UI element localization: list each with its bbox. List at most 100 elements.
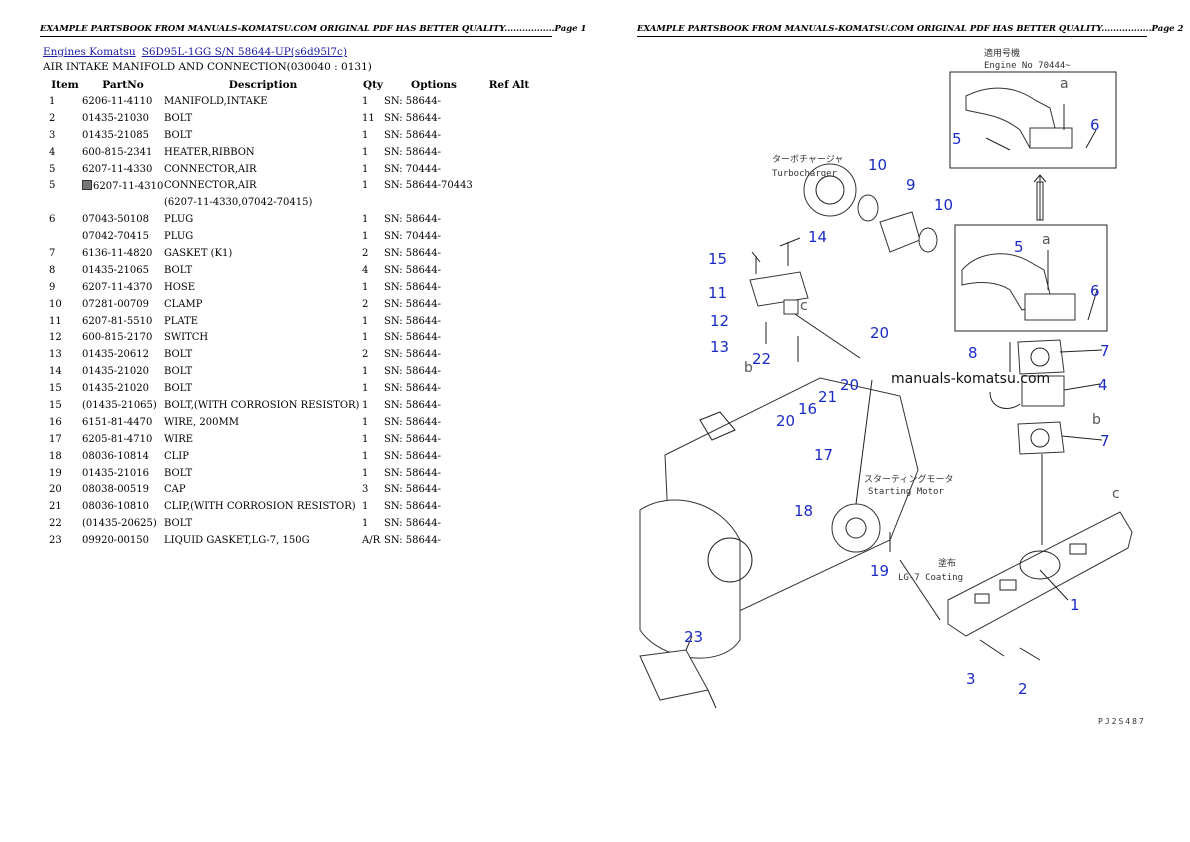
cell-description-text: CAP bbox=[164, 484, 186, 496]
cell-item: 11 bbox=[43, 313, 81, 330]
cell-partno-text: 6207-81-5510 bbox=[82, 315, 153, 327]
cell-ref-alt bbox=[484, 532, 534, 549]
cell-qty-text: 1 bbox=[362, 366, 369, 378]
cell-partno: 6136-11-4820 bbox=[81, 245, 164, 262]
cell-options bbox=[384, 194, 484, 211]
ref-letter-a: a bbox=[1060, 76, 1069, 92]
cell-description-text: BOLT bbox=[164, 264, 193, 276]
cell-options-text: SN: 58644- bbox=[384, 484, 441, 496]
callout-5b: 5 bbox=[1014, 238, 1024, 256]
cell-item: 19 bbox=[43, 465, 81, 482]
cell-item-text: 20 bbox=[49, 484, 62, 496]
cell-description-text: BOLT bbox=[164, 112, 193, 124]
breadcrumb-link-model[interactable]: S6D95L-1GG S/N 58644-UP(s6d95l7c) bbox=[141, 46, 348, 58]
cell-item: 12 bbox=[43, 329, 81, 346]
cell-partno: 6205-81-4710 bbox=[81, 431, 164, 448]
cell-partno: 01435-21016 bbox=[81, 465, 164, 482]
cell-qty-text: 2 bbox=[362, 298, 369, 310]
cell-partno-text: (01435-20625) bbox=[82, 518, 157, 530]
cell-item-text: 17 bbox=[49, 433, 62, 445]
cell-qty bbox=[362, 194, 384, 211]
cell-description-text: BOLT bbox=[164, 129, 193, 141]
gasket-lower bbox=[1017, 421, 1065, 455]
cell-partno: 6206-11-4110 bbox=[81, 93, 164, 110]
cell-ref-alt bbox=[484, 515, 534, 532]
cell-qty: 1 bbox=[362, 465, 384, 482]
cell-description-text: LIQUID GASKET,LG-7, 150G bbox=[164, 535, 310, 547]
intake-manifold bbox=[947, 511, 1133, 637]
cell-item-text: 13 bbox=[49, 349, 62, 361]
cell-partno: 07281-00709 bbox=[81, 296, 164, 313]
bolt-15 bbox=[751, 251, 761, 274]
cell-item: 5 bbox=[43, 161, 81, 178]
bolt-3 bbox=[979, 639, 1005, 657]
breadcrumb-link-engines[interactable]: Engines Komatsu bbox=[43, 46, 136, 58]
cell-description-text: BOLT bbox=[164, 349, 193, 361]
cell-options: SN: 58644- bbox=[384, 211, 484, 228]
cell-ref-alt bbox=[484, 262, 534, 279]
table-header-row: Item PartNo Description Qty Options Ref … bbox=[43, 76, 534, 93]
cell-partno-text: 08036-10810 bbox=[82, 501, 150, 513]
exploded-parts-diagram: 適用号機 Engine No 70444~ ターボチャージャ Turbochar… bbox=[639, 47, 1133, 709]
callout-10: 10 bbox=[868, 156, 887, 174]
cell-description-text: CONNECTOR,AIR bbox=[164, 163, 257, 175]
clamp-lower bbox=[918, 227, 938, 253]
callout-9: 9 bbox=[906, 176, 916, 194]
cell-qty: A/R bbox=[362, 532, 384, 549]
cell-ref-alt bbox=[484, 296, 534, 313]
cell-partno: 01435-21020 bbox=[81, 380, 164, 397]
callout-1: 1 bbox=[1070, 596, 1080, 614]
clamp-upper bbox=[857, 194, 879, 222]
cell-item: 8 bbox=[43, 262, 81, 279]
cell-qty: 4 bbox=[362, 262, 384, 279]
cell-options: SN: 58644- bbox=[384, 329, 484, 346]
cell-qty: 2 bbox=[362, 346, 384, 363]
cell-partno bbox=[81, 194, 164, 211]
cell-description: WIRE, 200MM bbox=[164, 414, 362, 431]
cell-options: SN: 58644- bbox=[384, 93, 484, 110]
cell-partno-text: 07043-50108 bbox=[82, 214, 150, 226]
cell-description: BOLT bbox=[164, 262, 362, 279]
label-coating-jp: 塗布 bbox=[938, 557, 956, 569]
cell-options: SN: 70444- bbox=[384, 161, 484, 178]
cell-description: BOLT bbox=[164, 363, 362, 380]
cell-item-text: 1 bbox=[49, 95, 56, 107]
connector-flange-top bbox=[1029, 127, 1073, 149]
ref-letter-c: c bbox=[800, 298, 808, 314]
page-header-2: EXAMPLE PARTSBOOK FROM MANUALS-KOMATSU.C… bbox=[637, 24, 1183, 37]
cell-qty: 3 bbox=[362, 481, 384, 498]
cell-item-text: 6 bbox=[49, 214, 56, 226]
cell-qty-text: 4 bbox=[362, 264, 369, 276]
cell-qty-text: 2 bbox=[362, 349, 369, 361]
drawing-code: PJ2S487 bbox=[1098, 717, 1146, 726]
cell-partno: (01435-20625) bbox=[81, 515, 164, 532]
cell-description-text: HOSE bbox=[164, 281, 196, 293]
cell-options: SN: 58644- bbox=[384, 515, 484, 532]
cell-qty: 2 bbox=[362, 245, 384, 262]
callout-12: 12 bbox=[710, 312, 729, 330]
cell-description: CONNECTOR,AIR bbox=[164, 177, 362, 194]
callout-3: 3 bbox=[966, 670, 976, 688]
cell-ref-alt bbox=[484, 279, 534, 296]
label-applicable-jp: 適用号機 bbox=[984, 47, 1020, 59]
callout-17: 17 bbox=[814, 446, 833, 464]
cell-description: PLUG bbox=[164, 228, 362, 245]
cell-description: HOSE bbox=[164, 279, 362, 296]
cell-options: SN: 58644- bbox=[384, 431, 484, 448]
callout-21: 21 bbox=[818, 388, 837, 406]
cell-qty-text: 1 bbox=[362, 180, 369, 192]
cell-partno-text: 6206-11-4110 bbox=[82, 95, 153, 107]
cell-description: LIQUID GASKET,LG-7, 150G bbox=[164, 532, 362, 549]
section-title: AIR INTAKE MANIFOLD AND CONNECTION(03004… bbox=[43, 61, 372, 73]
cell-ref-alt bbox=[484, 211, 534, 228]
cell-qty: 1 bbox=[362, 380, 384, 397]
plate bbox=[749, 271, 809, 307]
bolt-14 bbox=[779, 237, 801, 266]
callout-14: 14 bbox=[808, 228, 827, 246]
cell-description-text: PLUG bbox=[164, 214, 194, 226]
cell-partno: 6207-11-4370 bbox=[81, 279, 164, 296]
cell-options-text: SN: 58644- bbox=[384, 366, 441, 378]
